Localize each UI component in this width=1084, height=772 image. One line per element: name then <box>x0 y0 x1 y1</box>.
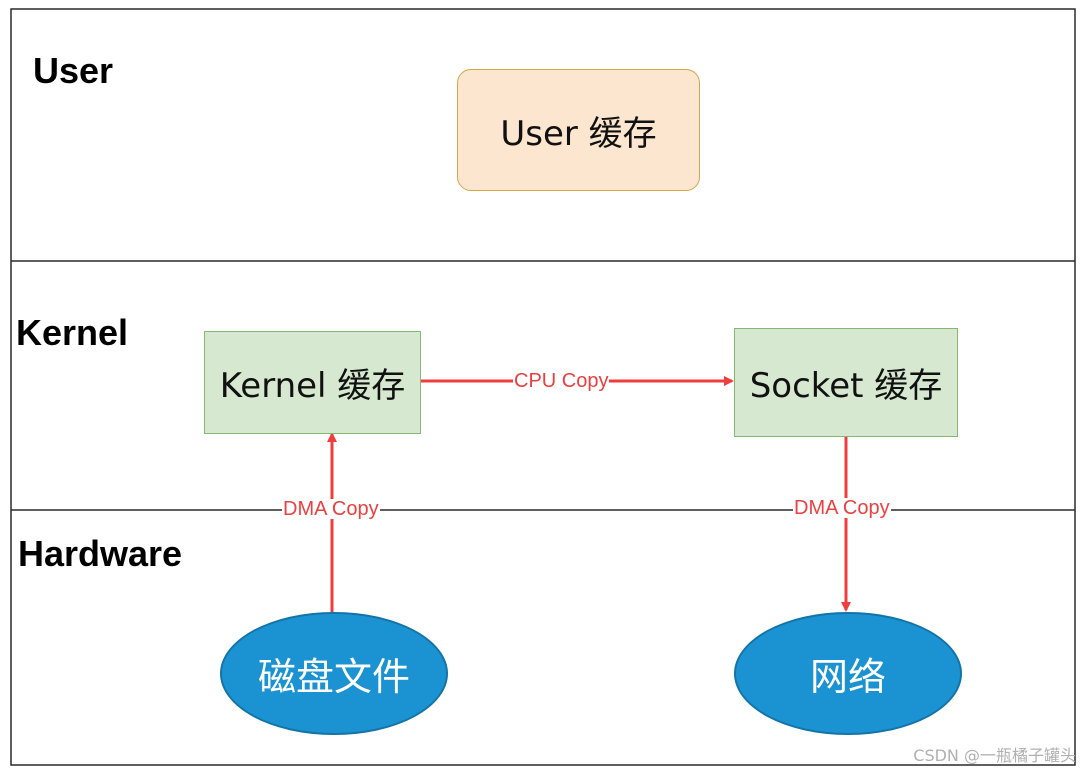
network-node: 网络 <box>734 612 962 735</box>
hardware-layer-label: Hardware <box>18 533 183 574</box>
user-layer-label: User <box>33 50 114 91</box>
socket-cache-node: Socket 缓存 <box>734 328 958 437</box>
dma-copy-in-label: DMA Copy <box>282 498 380 520</box>
outer-frame <box>10 8 1076 766</box>
user-cache-node: User 缓存 <box>457 69 700 191</box>
kernel-cache-node: Kernel 缓存 <box>204 331 421 434</box>
disk-file-node: 磁盘文件 <box>220 612 448 735</box>
kernel-layer-label: Kernel <box>16 312 129 353</box>
cpu-copy-label: CPU Copy <box>513 370 610 392</box>
dma-copy-out-label: DMA Copy <box>793 497 891 519</box>
csdn-watermark: CSDN @一瓶橘子罐头 <box>913 746 1076 765</box>
